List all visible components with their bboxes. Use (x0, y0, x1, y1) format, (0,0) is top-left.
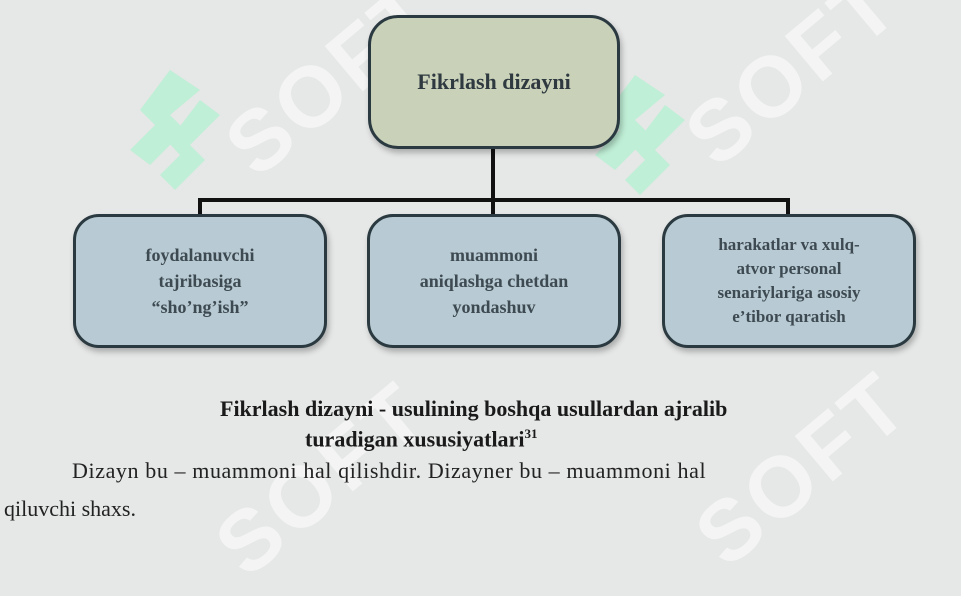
child-node-1: foydalanuvchi tajribasiga “sho’ng’ish” (73, 214, 327, 348)
connector-middle-drop (491, 198, 495, 214)
figure-caption-text: turadigan xususiyatlari (305, 426, 525, 452)
child-node-2-line: yondashuv (452, 297, 536, 317)
child-node-3-line: harakatlar va xulq- (718, 235, 860, 254)
child-node-1-line: tajribasiga (158, 271, 242, 291)
body-paragraph-line-2: qiluvchi shaxs. (4, 496, 136, 521)
figure-caption-line-1: Fikrlash dizayni - usulining boshqa usul… (220, 396, 728, 421)
connector-root-down (491, 149, 495, 199)
child-node-3-line: atvor personal (736, 259, 842, 278)
child-node-2-line: muammoni (449, 245, 538, 265)
footnote-marker: 31 (524, 426, 538, 441)
child-node-1-line: foydalanuvchi (145, 245, 255, 265)
child-node-2-line: aniqlashga chetdan (419, 271, 569, 291)
watermark-text: SOFT (667, 0, 918, 185)
child-node-3-line: senariylariga asosiy (717, 283, 861, 302)
child-node-3: harakatlar va xulq- atvor personal senar… (662, 214, 916, 348)
child-node-3-line: e’tibor qaratish (732, 307, 846, 326)
root-node: Fikrlash dizayni (368, 15, 620, 149)
watermark-logo-icon (130, 70, 220, 190)
connector-right-drop (786, 198, 790, 214)
figure-caption-line-2: turadigan xususiyatlari31 (305, 426, 537, 452)
child-node-2: muammoni aniqlashga chetdan yondashuv (367, 214, 621, 348)
watermark-text: SOFT (677, 353, 928, 585)
body-paragraph-line-1: Dizayn bu – muammoni hal qilishdir. Diza… (72, 458, 707, 483)
root-node-label: Fikrlash dizayni (417, 69, 571, 94)
child-node-1-line: “sho’ng’ish” (151, 297, 249, 317)
connector-left-drop (198, 198, 202, 214)
